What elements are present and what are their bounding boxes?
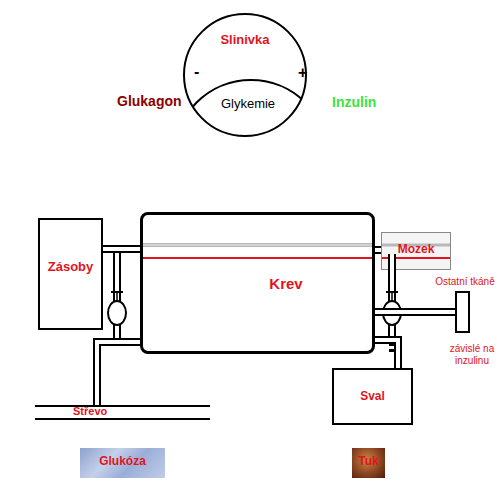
intestine-pipe: Střevo xyxy=(35,405,210,420)
glycemia-region: Glykemie xyxy=(203,85,293,125)
pipe-core xyxy=(103,247,140,251)
pipe-connector xyxy=(375,308,455,316)
node-text: Krev xyxy=(206,275,366,292)
node-text: Sval xyxy=(334,390,411,404)
node-text: Zásoby xyxy=(40,260,101,275)
pipe-connector xyxy=(97,342,140,405)
pipe-core xyxy=(375,340,398,368)
fat-swatch: Tuk xyxy=(352,448,385,478)
glycemia-arc xyxy=(183,80,307,137)
gland-outline xyxy=(183,13,307,137)
pipe-core xyxy=(97,342,140,405)
hormone-label: Glukagon xyxy=(117,93,182,109)
node-text: Mozek xyxy=(382,243,450,257)
node-text: Ostatní tkáně xyxy=(430,276,500,288)
node-text: Glykemie xyxy=(203,97,293,112)
pipe-joint xyxy=(389,343,399,346)
sign-label: - xyxy=(194,63,199,81)
red-line xyxy=(143,257,372,259)
sign-label: + xyxy=(298,64,307,82)
node-text: závislé na inzulinu xyxy=(446,343,498,366)
gray-line xyxy=(143,243,372,247)
gray-line-core xyxy=(143,245,372,246)
pipe-group xyxy=(97,249,455,405)
valve-symbol xyxy=(108,292,126,325)
node-text: Tuk xyxy=(352,455,385,469)
brain-tank: Mozek xyxy=(381,232,451,270)
muscle-tank: Sval xyxy=(332,368,413,425)
band-end xyxy=(210,405,211,419)
storage-tank: Zásoby xyxy=(38,218,103,330)
pipe-core xyxy=(115,253,119,338)
tissue-tank: Ostatní tkánězávislé na inzulinu xyxy=(455,291,470,333)
pipe-connector-group xyxy=(375,312,455,313)
blood-tank: Krev xyxy=(140,212,375,354)
node-text: Slinivka xyxy=(183,33,307,48)
node-text: Glukóza xyxy=(80,455,165,469)
valve-symbol xyxy=(383,292,401,325)
pipe-connector-group xyxy=(375,340,398,368)
hormone-label: Inzulin xyxy=(332,94,376,110)
pipe-connector xyxy=(103,245,140,253)
glucose-swatch: Glukóza xyxy=(80,448,165,478)
pipe-connector-group xyxy=(103,249,140,250)
gland-circle-outline xyxy=(184,14,306,136)
node-text: Střevo xyxy=(73,405,133,418)
pipe-connector xyxy=(375,340,398,368)
pipe xyxy=(113,253,121,338)
decoration xyxy=(108,245,450,419)
pipe-core xyxy=(375,310,455,314)
gland-circle: SlinivkaGlykemie xyxy=(183,13,307,137)
pipe-joint xyxy=(389,349,399,352)
pipe-connector-group xyxy=(97,342,140,405)
